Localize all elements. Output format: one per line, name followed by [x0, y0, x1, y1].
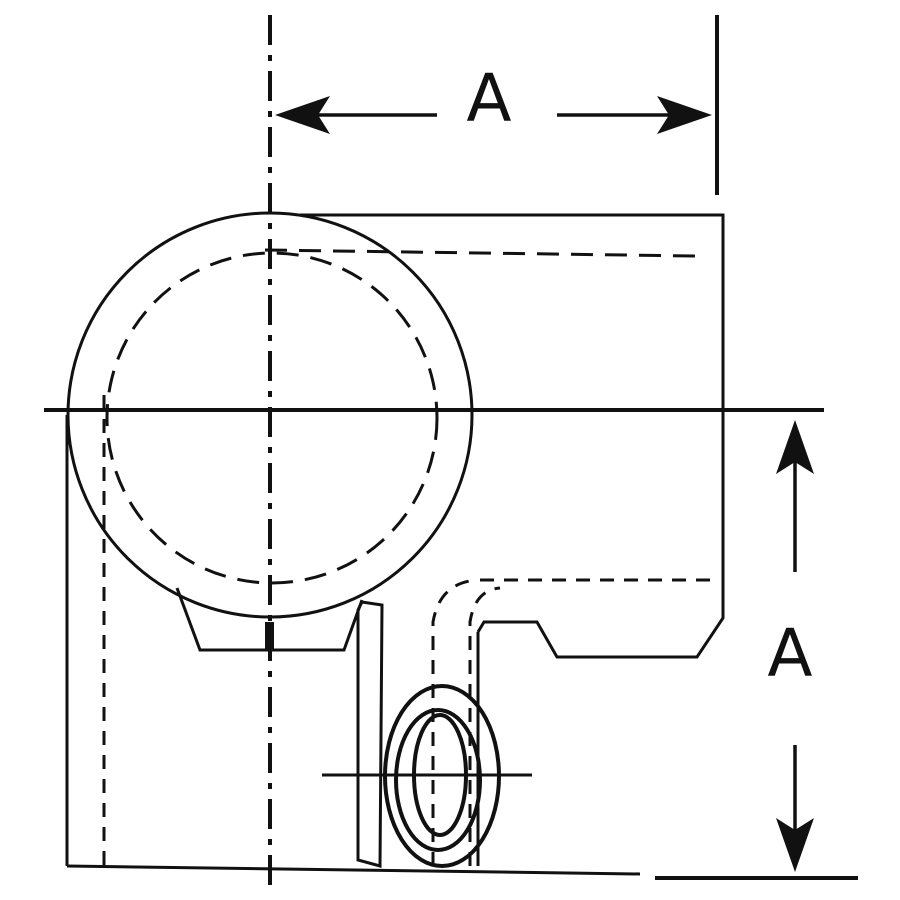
housing-left-outline [356, 600, 384, 868]
arrowhead-left [275, 96, 330, 134]
lower-body [65, 395, 641, 876]
tube-outlet-body [264, 213, 725, 659]
horizontal-dimension: A [275, 15, 719, 195]
ball-bottom-lug [175, 587, 364, 652]
ball-inner-bore-hidden [105, 251, 439, 585]
outlet-bore-top-hidden [264, 248, 696, 258]
screw-head-middle [394, 708, 482, 852]
lug-centre-mark [265, 622, 274, 650]
set-screw-housing [356, 578, 501, 868]
arrowhead-right [657, 96, 712, 134]
set-screw [322, 684, 532, 868]
arrowhead-down [776, 818, 814, 872]
bottom-outline [66, 864, 641, 876]
housing-inner-right-hidden [468, 586, 501, 866]
vertical-dimension: A [655, 420, 858, 880]
vertical-dimension-label: A [767, 615, 812, 692]
center-lines [44, 15, 824, 885]
horizontal-dimension-label: A [466, 60, 511, 137]
outlet-outline [300, 213, 725, 659]
arrowhead-up [776, 420, 814, 474]
housing-inner-hidden [431, 578, 479, 866]
